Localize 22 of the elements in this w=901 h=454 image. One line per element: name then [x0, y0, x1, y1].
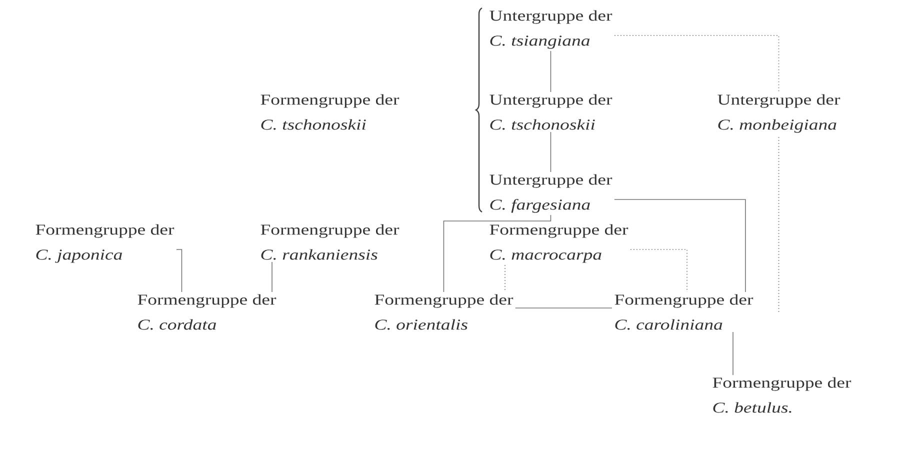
group-label: Formengruppe der C. caroliniana: [614, 294, 754, 330]
group-label: Formengruppe der C. macrocarpa: [490, 224, 628, 263]
connector-line: [614, 199, 746, 292]
connector-line: [778, 134, 780, 312]
group-label: Formengruppe der C. betulus.: [712, 377, 852, 413]
group-label: Formengruppe der C. tschonoskii: [260, 94, 400, 130]
group-label: Untergruppe der C. monbeigiana: [718, 94, 840, 133]
group-label: Formengruppe der C. orientalis: [374, 294, 514, 330]
connector-line: [630, 249, 688, 292]
group-label: Untergruppe der C. tsiangiana: [490, 10, 612, 49]
connector-line: [614, 35, 780, 92]
connector-line: [550, 50, 552, 92]
group-label: Untergruppe der C. fargesiana: [490, 174, 612, 213]
group-label: Formengruppe der C. rankaniensis: [260, 224, 400, 260]
connector-line: [443, 214, 552, 292]
group-label: Formengruppe der C. japonica: [36, 224, 174, 263]
connector-line: [732, 332, 734, 376]
connector-line: [176, 249, 182, 292]
group-label: Untergruppe der C. tschonoskii: [490, 94, 612, 130]
group-label: Formengruppe der C. cordata: [138, 294, 276, 330]
connector-line: [504, 264, 506, 292]
connector-line: [550, 132, 552, 172]
